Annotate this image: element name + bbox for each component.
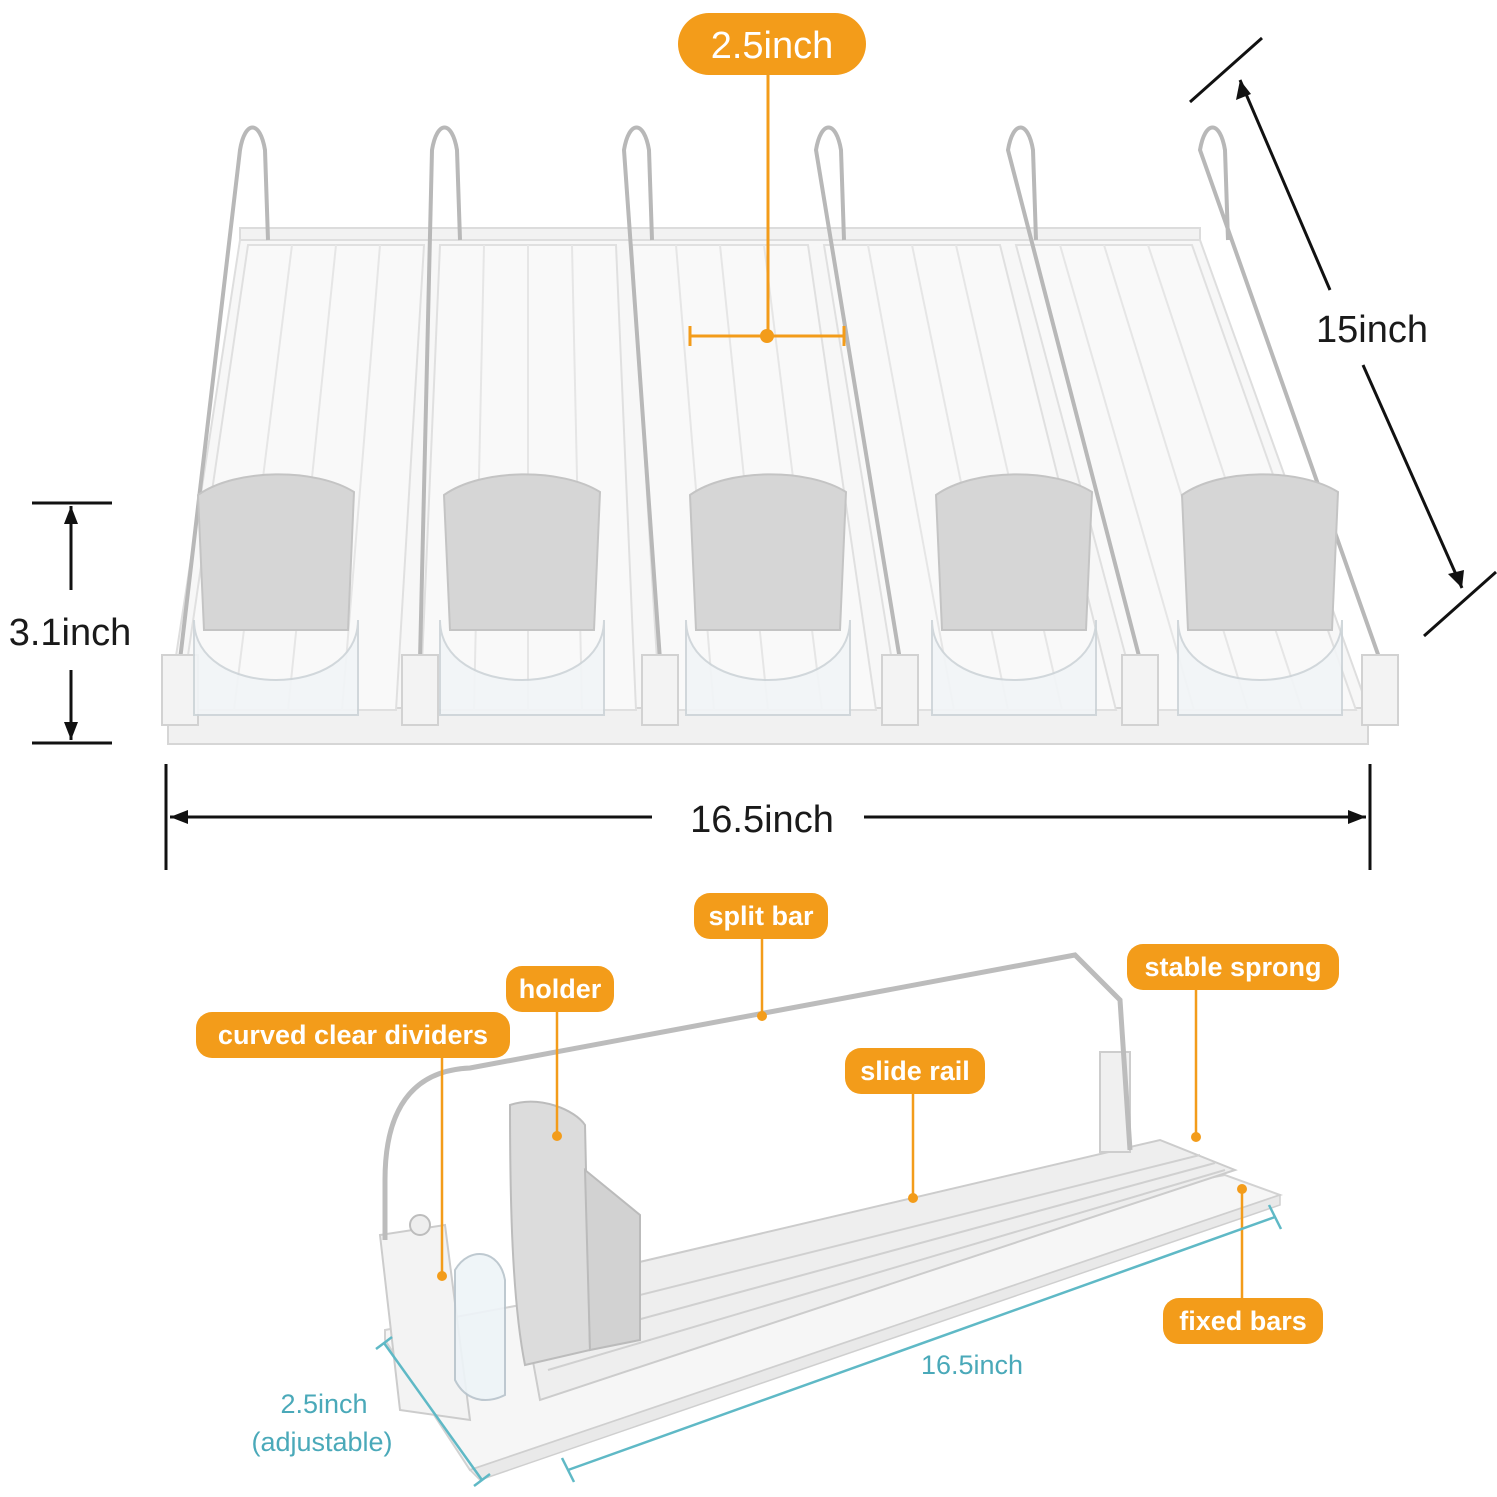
pusher-plate — [442, 473, 602, 631]
callout-curved-clear-dividers-label: curved clear dividers — [218, 1020, 488, 1050]
lane-width-dot — [760, 329, 774, 343]
clear-front-cup — [1177, 619, 1343, 716]
rail-groove — [675, 244, 715, 711]
lane-length-label: 16.5inch — [921, 1350, 1023, 1380]
depth-dimension: 15inch — [1189, 36, 1497, 638]
width-label: 16.5inch — [690, 799, 834, 841]
callout-stable-sprong: stable sprong — [1127, 944, 1339, 1142]
divider-foot — [161, 654, 199, 726]
callout-curved-clear-dividers: curved clear dividers — [196, 1012, 510, 1281]
wire-divider — [813, 125, 902, 661]
callout-fixed-bars: fixed bars — [1163, 1184, 1323, 1344]
wire-divider — [418, 125, 462, 661]
lane-length-dimension: 16.5inch — [560, 1204, 1283, 1483]
callout-holder-label: holder — [519, 974, 602, 1004]
single-lane-illustration — [378, 952, 1284, 1481]
height-label: 3.1inch — [9, 612, 132, 654]
curved-clear-divider — [454, 1253, 506, 1401]
rail-groove — [571, 244, 583, 711]
rail-groove — [341, 244, 381, 711]
split-bar-wire — [382, 952, 1133, 1240]
callout-split-bar-label: split bar — [708, 901, 814, 931]
wire-dividers — [161, 125, 1399, 726]
depth-arrow-upper — [1238, 79, 1332, 291]
divider-foot — [1121, 654, 1159, 726]
lane-width-detail-label-line1: 2.5inch — [280, 1389, 367, 1419]
width-dimension: 16.5inch — [164, 764, 1372, 870]
divider-foot — [641, 654, 679, 726]
callout-holder: holder — [506, 966, 614, 1141]
organizer-illustration — [161, 125, 1399, 745]
rail-groove — [1103, 244, 1249, 711]
height-dimension: 3.1inch — [9, 501, 132, 745]
lane-width-badge — [678, 13, 866, 75]
pusher-plate — [688, 473, 848, 631]
divider-foot — [881, 654, 919, 726]
lane-width-label: 2.5inch — [711, 25, 834, 67]
lane-width-dimension-detail: 2.5inch (adjustable) — [251, 1336, 491, 1487]
clear-front-cup — [931, 619, 1097, 716]
callout-stable-sprong-label: stable sprong — [1144, 952, 1321, 982]
pusher-plate — [934, 473, 1094, 631]
callout-slide-rail-label: slide rail — [860, 1056, 970, 1086]
rail-groove — [1059, 244, 1195, 711]
depth-arrow-lower — [1361, 364, 1464, 589]
rail-groove — [911, 244, 1009, 711]
pusher-plate — [196, 473, 356, 631]
holder-plate — [508, 1100, 592, 1367]
rail-groove — [473, 244, 485, 711]
lane-width-detail-label-line2: (adjustable) — [251, 1427, 392, 1457]
clear-front-cup — [439, 619, 605, 716]
divider-foot — [1361, 654, 1399, 726]
divider-foot — [401, 654, 439, 726]
wire-divider — [621, 125, 662, 661]
callout-slide-rail: slide rail — [845, 1048, 985, 1203]
callout-split-bar: split bar — [694, 893, 828, 1021]
lane-width-indicator: 2.5inch — [678, 13, 866, 346]
clear-front-cup — [685, 619, 851, 716]
rail-groove — [867, 244, 955, 711]
wire-divider — [178, 125, 270, 661]
pusher-plates — [193, 473, 1343, 716]
depth-label: 15inch — [1316, 309, 1428, 351]
callout-fixed-bars-label: fixed bars — [1179, 1306, 1307, 1336]
clear-front-cup — [193, 619, 359, 716]
pusher-plate — [1180, 473, 1340, 631]
wire-divider — [1197, 125, 1382, 661]
wire-divider — [1005, 125, 1142, 661]
